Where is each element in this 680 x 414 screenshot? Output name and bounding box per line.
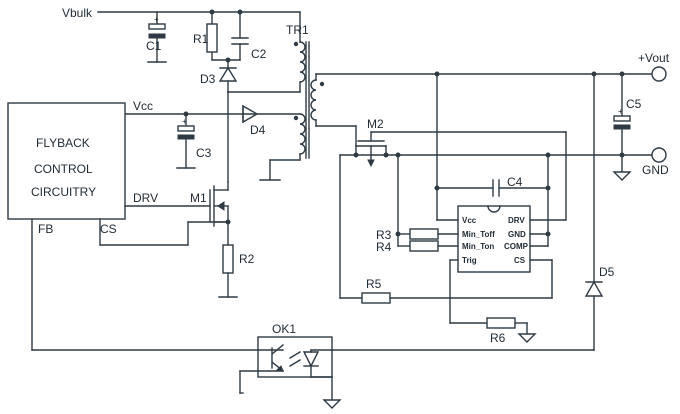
ic-pin-comp: COMP [504,242,529,251]
d5-triangle [584,280,604,297]
c5-label: C5 [626,97,642,111]
gnd-terminal [651,147,667,163]
vcc-pin-label: Vcc [133,99,153,113]
vbulk-label: Vbulk [62,6,93,20]
junction [353,152,359,158]
ic-pin-vcc: Vcc [462,216,477,225]
junction [434,71,440,77]
r5-body [361,292,391,304]
ic-pin-drv: DRV [508,216,525,225]
junction [237,9,243,15]
r6-label: R6 [490,331,506,345]
m2-arrow [367,159,375,168]
sr-controller-ic [457,205,531,273]
r2-body [222,244,234,274]
flyback-control-block [7,102,126,220]
c2-label: C2 [251,47,267,61]
r3-label: R3 [376,228,392,242]
tr1-primary-coil [299,41,306,83]
ok1-label: OK1 [272,322,296,336]
c4-label: C4 [507,175,523,189]
c3-label: C3 [196,146,212,160]
junction [545,231,551,237]
tr1-label: TR1 [286,23,309,37]
junction [591,71,597,77]
c1-plate-top [148,23,166,30]
ok1-light-2 [289,359,301,367]
r1-body [206,23,218,53]
gnd-label: GND [642,163,669,177]
tr1-dot-aux [293,115,299,121]
d5-label: D5 [599,265,615,279]
r2-label: R2 [239,252,255,266]
junction [545,152,551,158]
ic-pin-cs: CS [514,256,526,265]
m1-label: M1 [190,191,207,205]
r5-label: R5 [366,277,382,291]
ic-pin-gnd: GND [508,230,526,239]
ic-pin-min-toff: Min_Toff [462,230,495,239]
junction [209,9,215,15]
tr1-dot-secondary [319,81,325,87]
ic-notch [487,205,501,213]
junction [383,152,389,158]
r6-body [486,317,516,329]
d3-label: D3 [200,72,216,86]
c5-plus: + [618,107,623,116]
junction [545,185,551,191]
block-line-3: CIRCUITRY [31,185,96,199]
junction [395,152,401,158]
r6-ground-symbol [517,333,537,343]
d4-label: D4 [250,123,266,137]
junction [619,71,625,77]
cs-pin-label: CS [100,222,117,236]
vout-label: +Vout [638,51,670,65]
c3-plate-top [177,125,195,132]
c3-plus: + [182,117,187,126]
fb-pin-label: FB [38,222,53,236]
ok1-light-1 [289,351,301,359]
junction [225,57,231,63]
drv-pin-label: DRV [133,191,158,205]
ic-pin-min-ton: Min_Ton [462,242,494,251]
r1-label: R1 [193,32,209,46]
m2-label: M2 [367,117,384,131]
vout-terminal [651,66,667,82]
r4-body [409,240,439,252]
block-line-1: FLYBACK [36,136,90,150]
junction [434,185,440,191]
c1-plus: + [154,15,159,24]
r4-label: R4 [376,240,392,254]
r3-body [409,228,439,240]
c5-plate-top [613,115,631,122]
c1-label: C1 [146,39,162,53]
tr1-dot-primary [293,41,299,47]
tr1-secondary-coil [310,79,317,121]
block-line-2: CONTROL [34,162,93,176]
ic-pin-trig: Trig [462,256,477,265]
junction [395,231,401,237]
c5-ground-symbol [612,171,632,181]
d3-triangle [218,66,238,82]
junction [619,152,625,158]
tr1-aux-coil [299,113,306,155]
junction [183,111,189,117]
ok1-ground-symbol [322,399,342,409]
